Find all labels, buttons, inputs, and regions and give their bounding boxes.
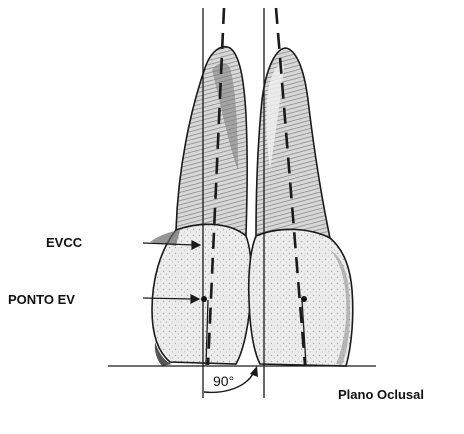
angle-label: 90° [213, 373, 234, 389]
left-ev-point [201, 296, 207, 302]
left-tooth [150, 47, 251, 366]
ponto-ev-label: PONTO EV [8, 292, 75, 307]
left-tooth-crown [152, 224, 251, 364]
right-ev-point [301, 296, 307, 302]
evcc-label: EVCC [46, 235, 83, 250]
occlusal-plane-label: Plano Oclusal [338, 387, 424, 402]
